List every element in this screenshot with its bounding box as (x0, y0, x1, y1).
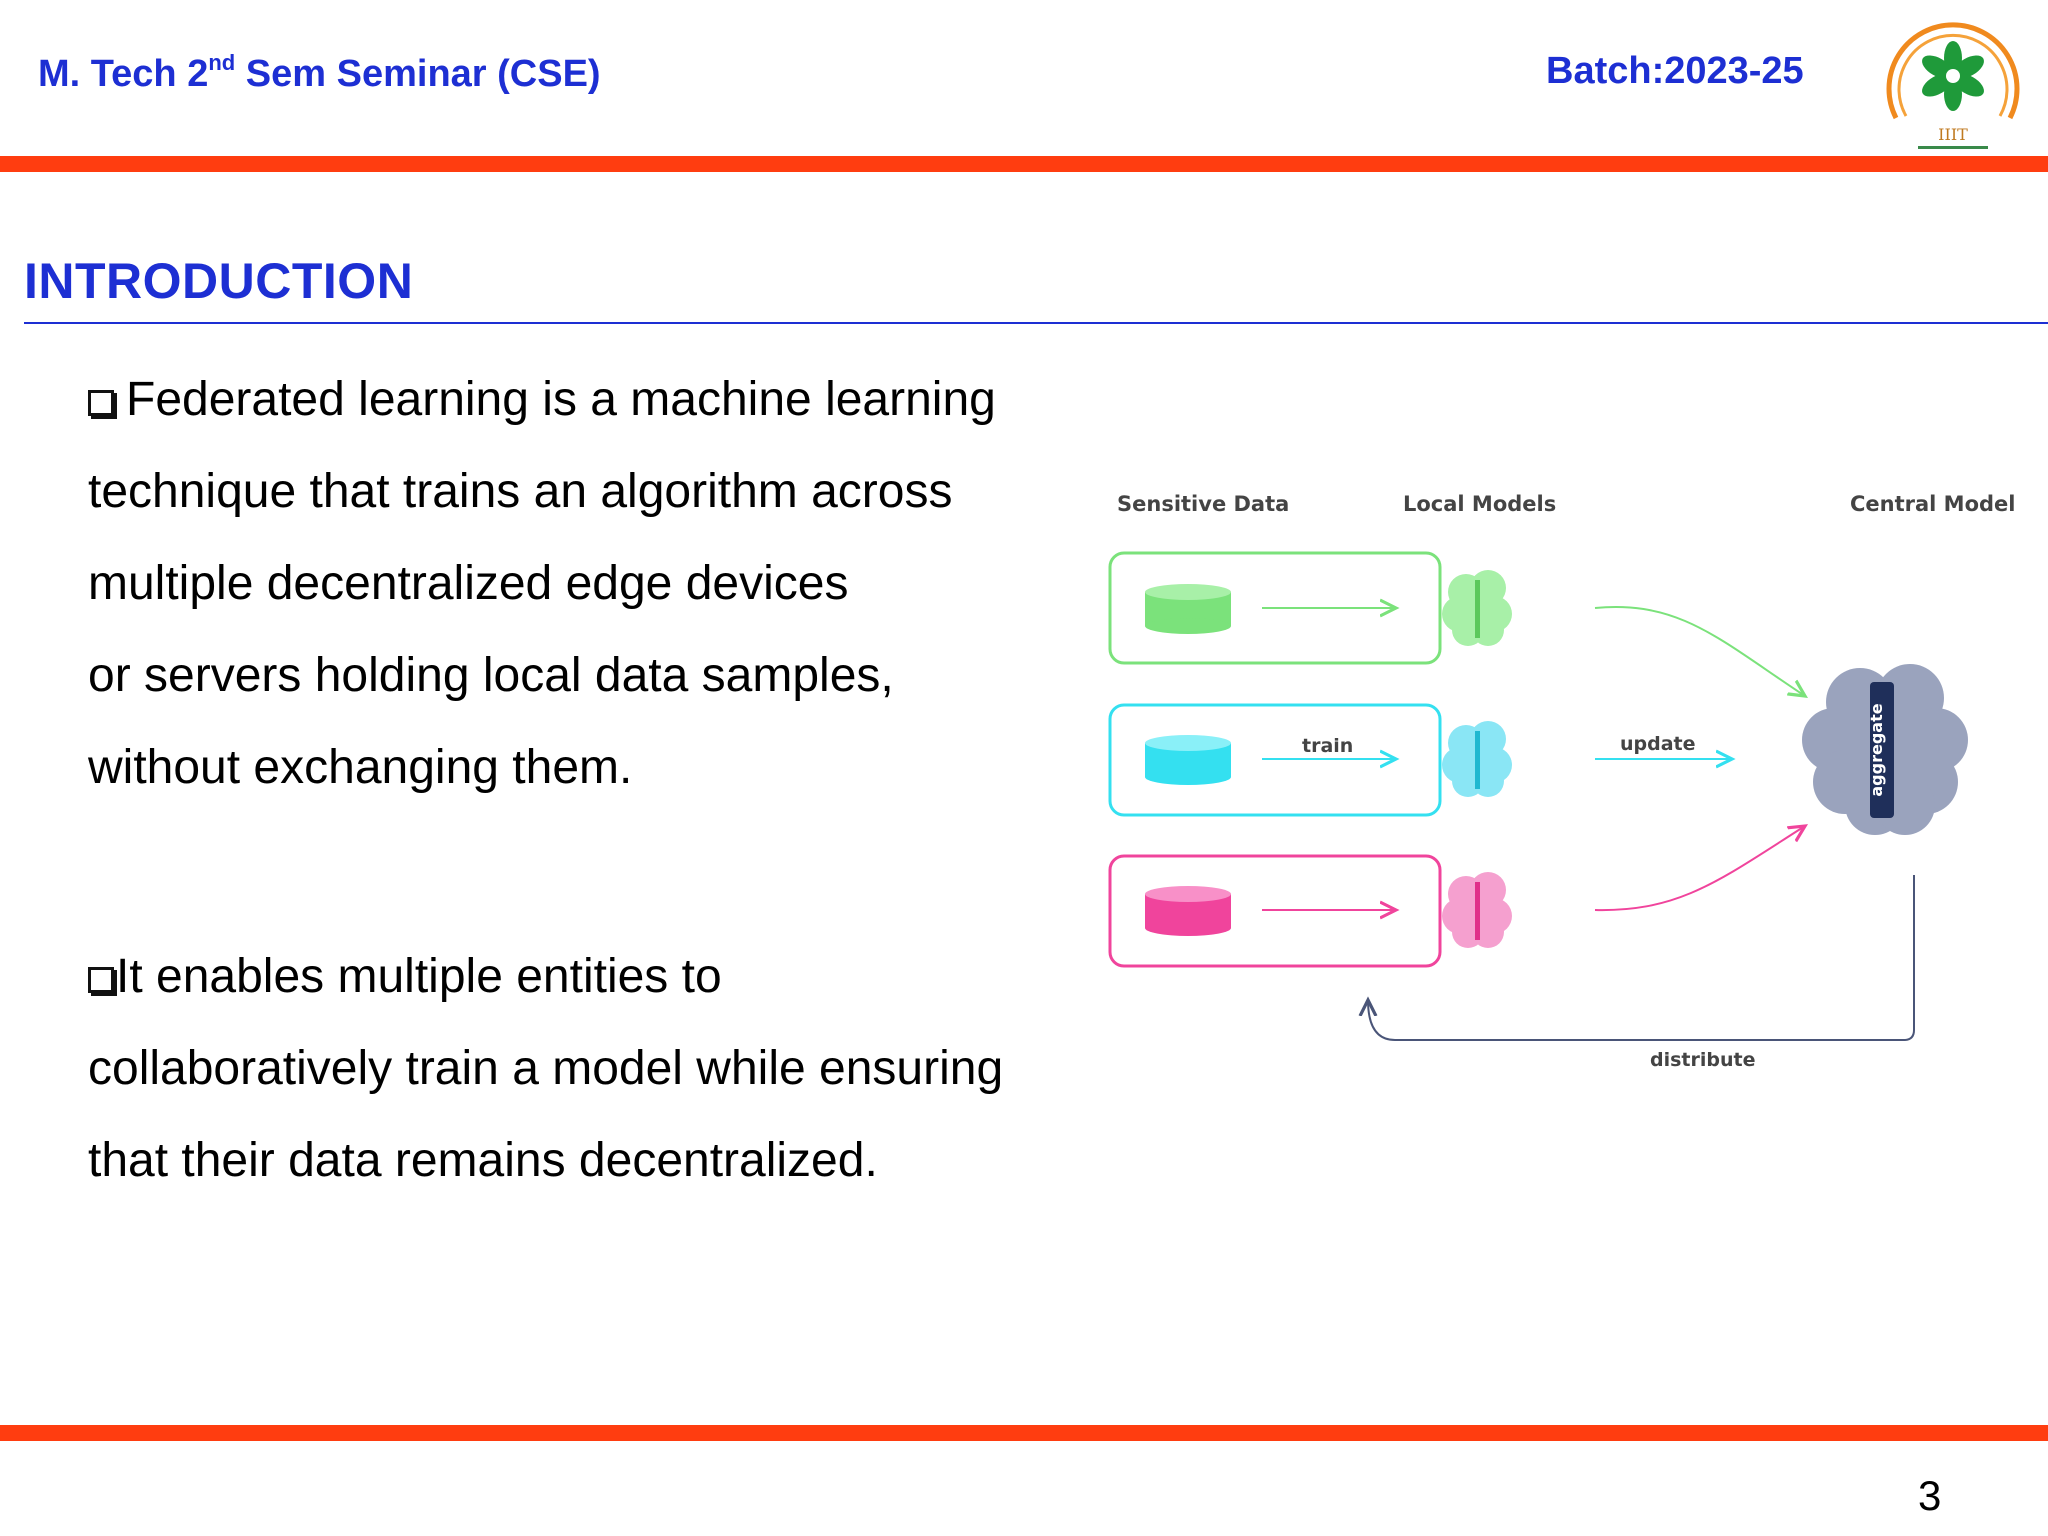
distribute-label: distribute (1650, 1049, 1755, 1071)
federated-learning-diagram: Sensitive Data Local Models Central Mode… (1108, 492, 2015, 1071)
aggregate-label: aggregate (1867, 703, 1886, 796)
checkbox-bullet-icon (88, 967, 114, 993)
bullet-line: or servers holding local data samples, (88, 649, 894, 702)
client-row-cyan: train (1108, 703, 1512, 817)
column-label-central-model: Central Model (1850, 492, 2015, 516)
brain-model-icon (1442, 721, 1512, 797)
database-icon (1145, 584, 1231, 634)
header-divider-bar (0, 156, 2048, 172)
checkbox-bullet-icon (88, 390, 114, 416)
course-title-prefix: M. Tech 2 (38, 53, 209, 95)
bullet-line: multiple decentralized edge devices (88, 557, 849, 610)
bullet-line: collaboratively train a model while ensu… (88, 1042, 1004, 1095)
bullet-line: that their data remains decentralized. (88, 1134, 878, 1187)
bullet-text: It enables multiple entities to (116, 950, 722, 1003)
central-model-cloud: aggregate (1802, 664, 1968, 835)
bullet-federated-learning: Federated learning is a machine learning… (88, 368, 1088, 828)
train-label: train (1302, 735, 1353, 757)
batch-label: Batch:2023-25 (1546, 50, 1804, 92)
course-title: M. Tech 2nd Sem Seminar (CSE) (38, 50, 601, 96)
institute-logo: IIIT (1886, 22, 2020, 149)
update-arrow-pink (1594, 826, 1805, 912)
course-title-suffix: Sem Seminar (CSE) (235, 53, 601, 95)
bullet-line: technique that trains an algorithm acros… (88, 465, 953, 518)
brain-model-icon (1442, 570, 1512, 646)
client-row-pink (1108, 854, 1512, 968)
database-icon (1145, 735, 1231, 785)
update-arrow-green (1594, 606, 1805, 696)
course-title-superscript: nd (208, 50, 236, 75)
page-number: 3 (1918, 1472, 1942, 1519)
bullet-line: without exchanging them. (88, 741, 633, 794)
column-label-sensitive-data: Sensitive Data (1117, 492, 1289, 516)
bullet-multiple-entities: It enables multiple entities to collabor… (88, 945, 1088, 1221)
column-label-local-models: Local Models (1403, 492, 1556, 516)
bullet-text: Federated learning is a machine learning (126, 373, 996, 426)
bullet-line: Federated learning is a machine learning (88, 368, 1088, 460)
bullet-line: It enables multiple entities to (88, 945, 1088, 1037)
footer-divider-bar (0, 1425, 2048, 1441)
section-title: INTRODUCTION (24, 253, 414, 309)
client-row-green (1108, 551, 1512, 665)
title-underline (24, 322, 2048, 324)
brain-model-icon (1442, 872, 1512, 948)
logo-text: IIIT (1938, 125, 1968, 144)
database-icon (1145, 886, 1231, 936)
update-label: update (1620, 733, 1696, 755)
distribute-arrow (1368, 875, 1915, 1041)
